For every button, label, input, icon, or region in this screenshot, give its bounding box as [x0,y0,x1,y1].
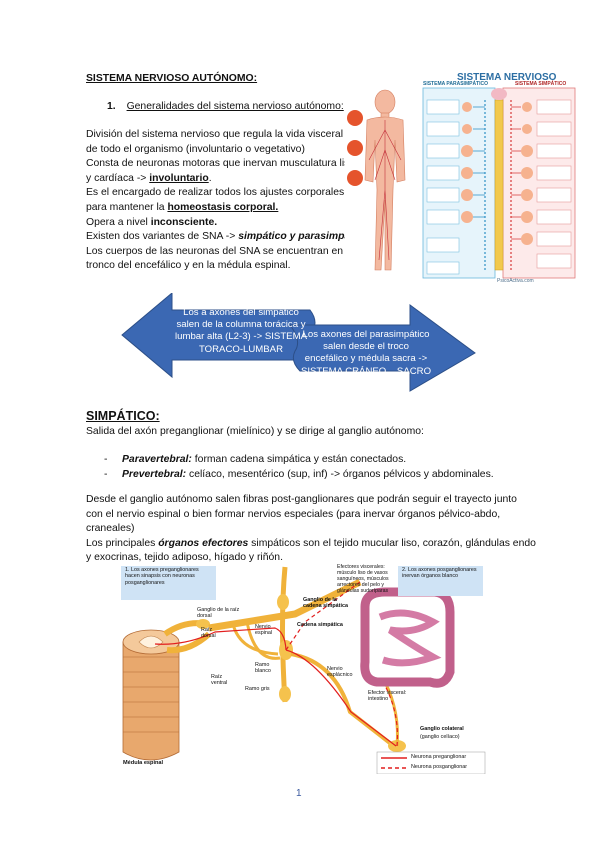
paragraph-line: con el nervio espinal o bien formar nerv… [86,508,501,520]
intro-line: tronco del encefálico y en la médula esp… [86,260,291,272]
right-arrow-shape [289,304,476,392]
figure2-raiz-ventral: Raíz ventral [211,674,228,687]
figure2-raiz-dorsal: Raíz dorsal [201,627,216,640]
figure2-ganglio-colateral: Ganglio colateral [420,726,464,732]
list-item: Prevertebral: celíaco, mesentérico (sup,… [104,468,494,483]
figure2-nervio-esplacnico: Nervio esplácnico [327,666,353,679]
figure1-left-label: SISTEMA PARASIMPÁTICO [423,81,489,87]
intro-line: Consta de neuronas motoras que inervan m… [86,158,356,170]
figure2-medula: Médula espinal [123,760,164,766]
figure2-ganglio-celiaco: (ganglio celíaco) [420,734,460,740]
simpatico-heading: SIMPÁTICO: [86,409,160,423]
sympathetic-pathway-illustration [115,562,487,775]
nervous-system-figure: SISTEMA NERVIOSO SISTEMA PARASIMPÁTICO S… [345,70,577,290]
figure1-title: SISTEMA NERVIOSO [457,72,557,83]
figure2-legend-pre: Neurona preganglionar [411,754,467,760]
paragraph-line: y exocrinas, tejido adiposo, hígado y ri… [86,552,283,564]
arrow-right-text: Los axones del parasimpático salen desde… [300,329,432,377]
nervous-system-illustration [345,70,577,290]
page-title: SISTEMA NERVIOSO AUTÓNOMO: [86,73,258,84]
figure2-effectors: Efectores viscerales: músculo liso de va… [337,564,389,594]
intro-paragraph: División del sistema nervioso que regula… [86,128,372,274]
figure2-ganglio-cadena: Ganglio de la cadena simpática [303,597,348,610]
arrow-left-text: Los a axones del simpático salen de la c… [175,307,307,355]
intro-line: Existen dos variantes de SNA -> simpátic… [86,231,372,243]
paragraph-line: craneales) [86,523,135,535]
simpatico-paragraph: Desde el ganglio autónomo salen fibras p… [86,493,536,566]
list-item: Paravertebral: forman cadena simpática y… [104,453,494,468]
figure2-box2: 2. Los axones posganglionares inervan ór… [402,567,477,580]
intro-line: Los cuerpos de las neuronas del SNA se e… [86,245,355,257]
figure2-nervio-espinal: Nervio espinal [255,624,273,637]
paragraph-line: Los principales órganos efectores simpát… [86,537,536,549]
figure2-legend-post: Neurona posganglionar [411,764,468,770]
intro-line: División del sistema nervioso que regula… [86,129,344,140]
arrows-diagram [121,293,476,392]
figure2-ramo-blanco: Ramo blanco [255,662,271,675]
figure2-ganglio-raiz: Ganglio de la raíz dorsal [197,607,240,620]
intro-line: y cardíaca -> involuntario. [86,172,212,184]
figure1-footer: PsicoActiva.com [497,278,534,284]
simpatico-intro: Salida del axón preganglionar (mielínico… [86,426,424,437]
spinal-cord-shape [122,629,180,761]
figure2-cadena: Cadena simpática [297,622,343,628]
paragraph-line: Desde el ganglio autónomo salen fibras p… [86,494,517,505]
figure2-efector-visceral: Efector visceral: intestino [368,690,407,703]
intestine-shape [360,587,455,688]
section-number: 1. [107,101,116,112]
intro-line: para mantener la homeostasis corporal. [86,201,279,213]
figure1-right-label: SISTEMA SIMPÁTICO [515,81,567,87]
intro-line: de todo el organismo (involuntario o veg… [86,143,305,155]
sympathetic-pathway-figure: 1. Los axones preganglionares hacen sina… [115,562,487,775]
figure2-ramo-gris: Ramo gris [245,686,270,692]
section-heading: 1. Generalidades del sistema nervioso au… [107,100,344,115]
intro-line: Opera a nivel inconsciente. [86,216,218,228]
intro-line: Es el encargado de realizar todos los aj… [86,187,345,199]
figure2-box1: 1. Los axones preganglionares hacen sina… [125,567,199,586]
ganglion-list: Paravertebral: forman cadena simpática y… [104,453,494,482]
page-number: 1 [296,788,302,799]
section-heading-text: Generalidades del sistema nervioso autón… [126,101,344,112]
